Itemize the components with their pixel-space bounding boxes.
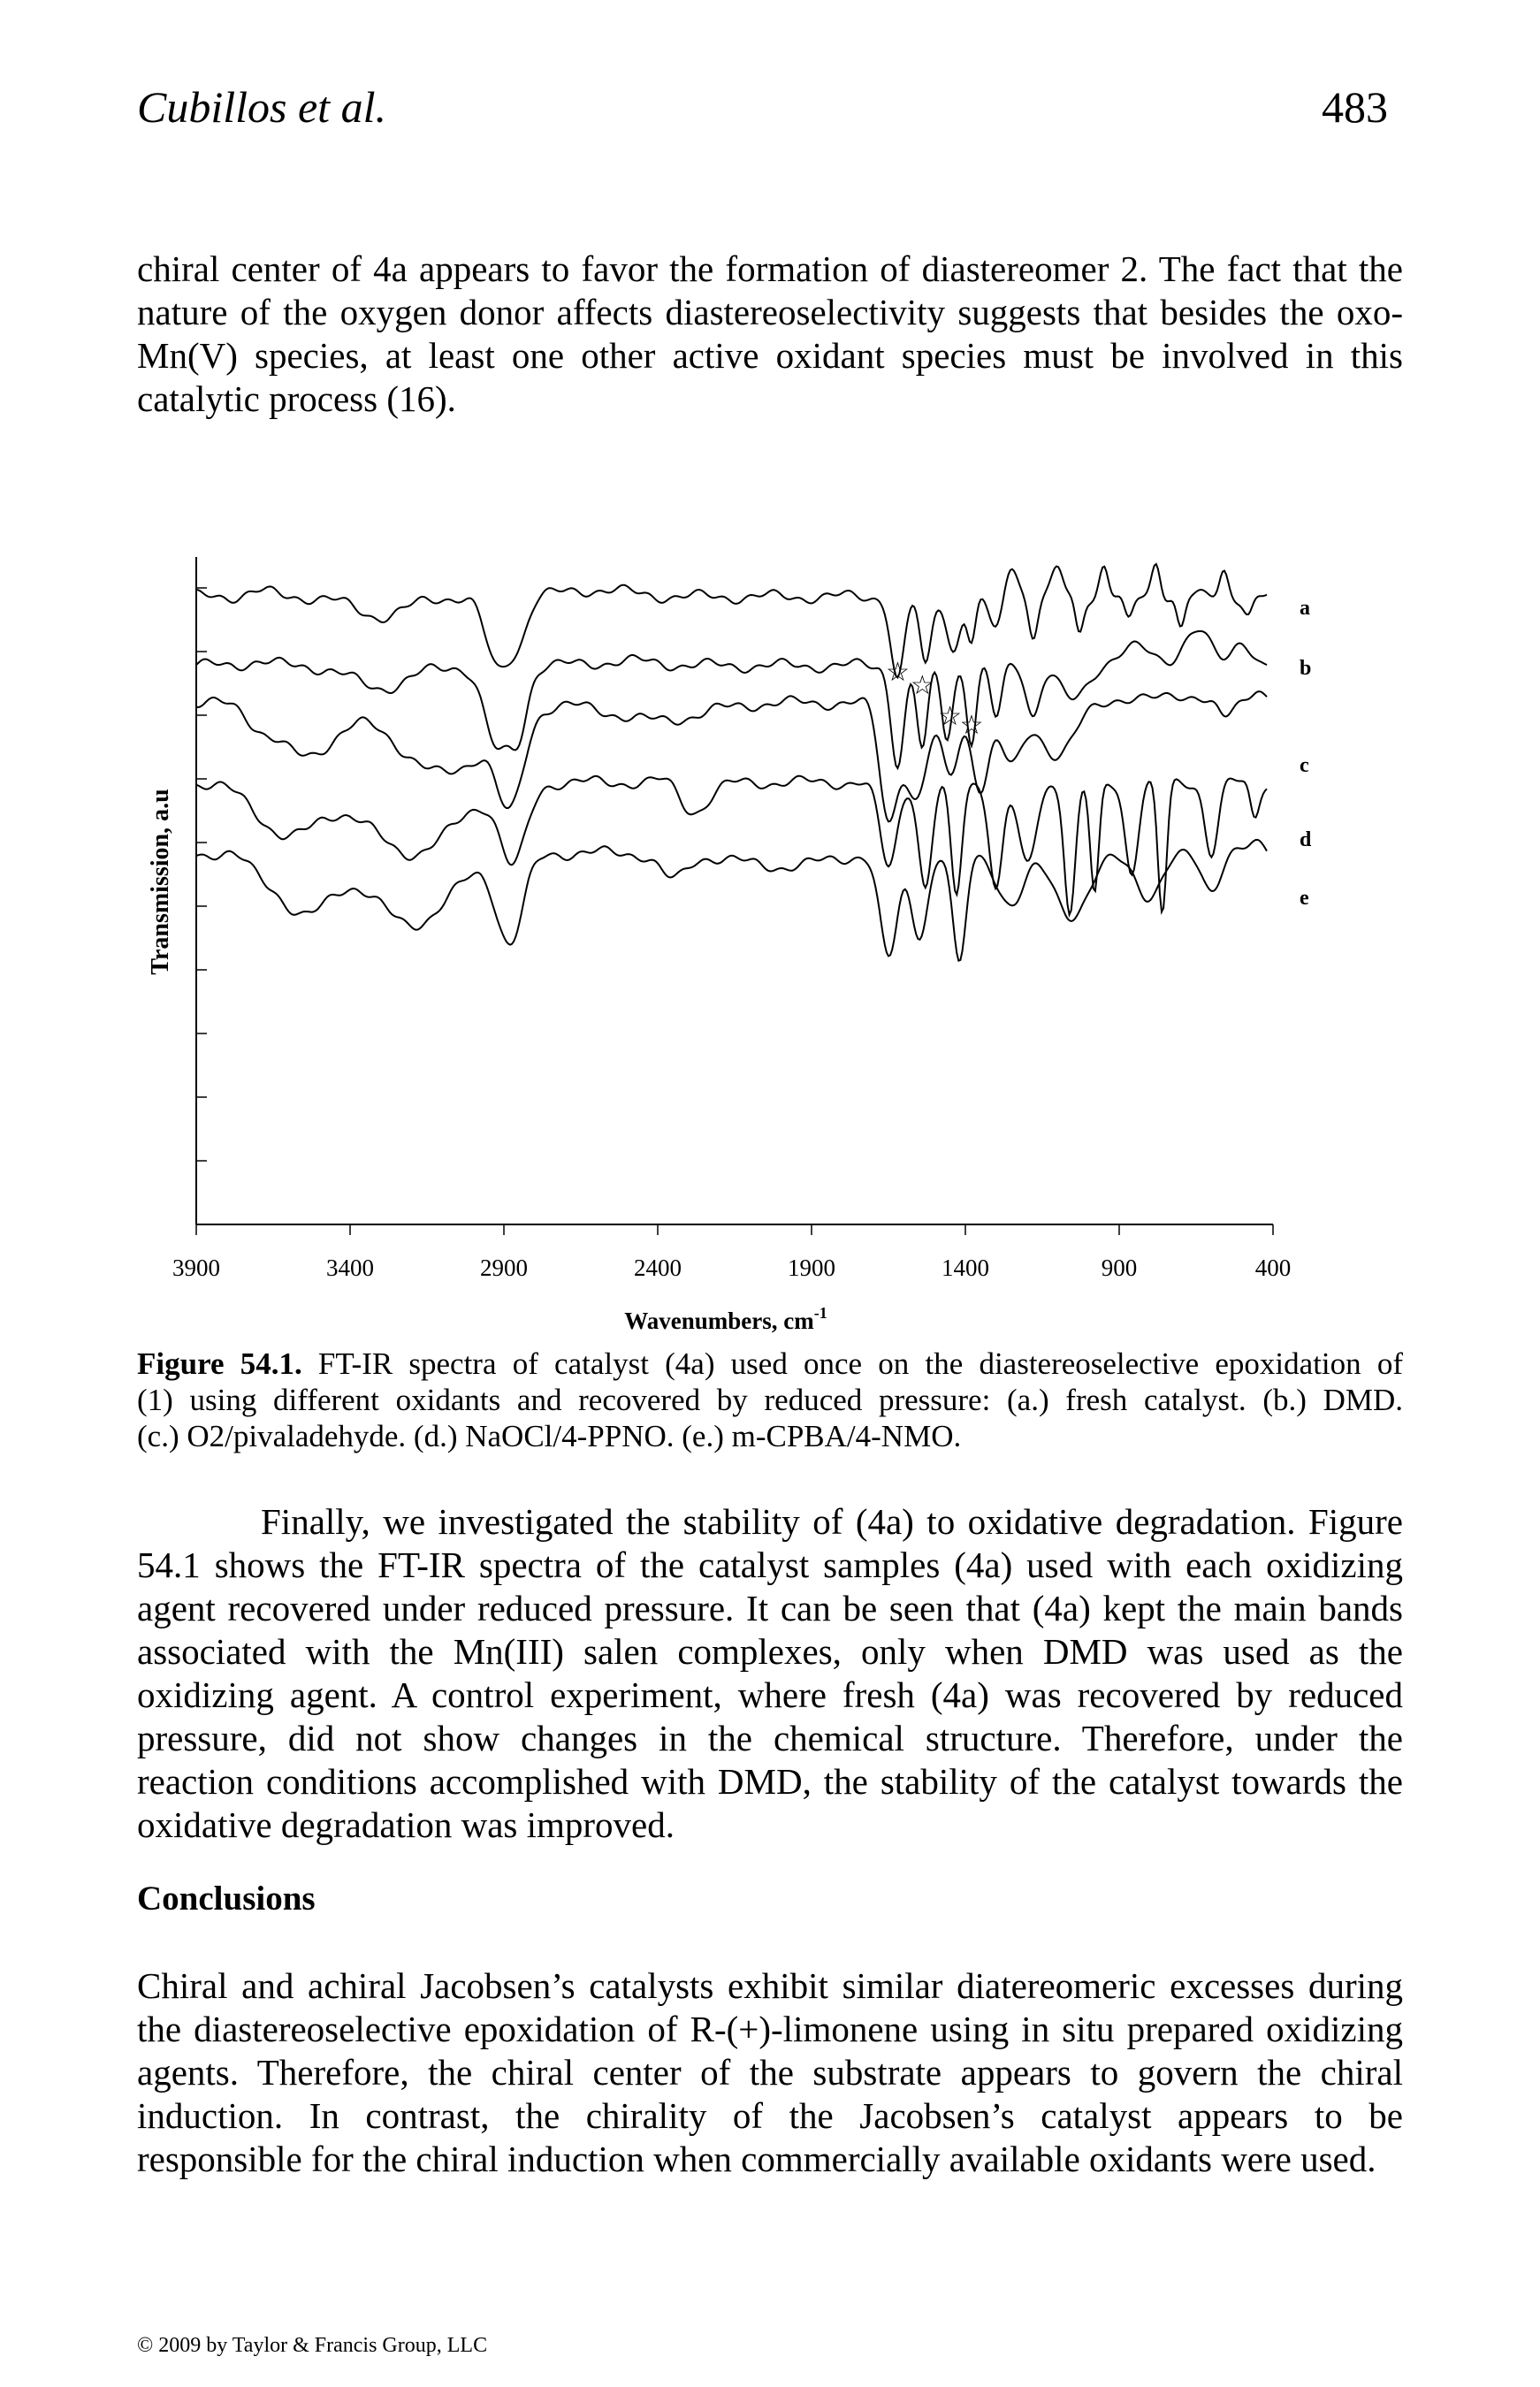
- text-line: agent recovered under reduced pressure. …: [137, 1588, 1403, 1628]
- x-tick-label: 1900: [788, 1255, 835, 1281]
- text-line: 54.1 shows the FT-IR spectra of the cata…: [137, 1544, 1403, 1585]
- text-line: pressure, did not show changes in the ch…: [137, 1718, 1403, 1758]
- figure-caption: Figure 54.1. FT-IR spectra of catalyst (…: [137, 1346, 1403, 1454]
- caption-label: Figure 54.1.: [137, 1346, 302, 1381]
- text-line: chiral center of 4a appears to favor the…: [137, 248, 1403, 289]
- text-line: induction. In contrast, the chirality of…: [137, 2095, 1403, 2136]
- text-line: responsible for the chiral induction whe…: [137, 2139, 1376, 2179]
- text-line: Finally, we investigated the stability o…: [261, 1501, 1403, 1542]
- x-tick-label: 3400: [326, 1255, 374, 1281]
- spectra-curves: [195, 562, 1268, 963]
- star-annotation: ☆: [960, 711, 984, 740]
- chart-axes: [195, 557, 1274, 1235]
- text-line: catalytic process (16).: [137, 378, 456, 419]
- spectrum-curve-a: [195, 562, 1268, 680]
- page-number: 483: [1322, 82, 1388, 132]
- section-heading: Conclusions: [137, 1880, 316, 1918]
- star-annotation: ☆: [886, 658, 910, 687]
- x-tick-label: 3900: [172, 1255, 220, 1281]
- caption-line: (c.) O2/pivaladehyde. (d.) NaOCl/4-PPNO.…: [137, 1419, 962, 1453]
- paragraph-3: Chiral and achiral Jacobsen’s catalysts …: [137, 1964, 1403, 2181]
- x-tick-label: 2900: [480, 1255, 528, 1281]
- spectrum-curve-c: [195, 690, 1268, 823]
- text-line: reaction conditions accomplished with DM…: [137, 1761, 1403, 1802]
- running-head: Cubillos et al.: [137, 82, 386, 132]
- caption-line: (1) using different oxidants and recover…: [137, 1383, 1403, 1417]
- paragraph-2: Finally, we investigated the stability o…: [137, 1500, 1403, 1847]
- x-tick-label: 900: [1102, 1255, 1138, 1281]
- text-line: Mn(V) species, at least one other active…: [137, 335, 1403, 376]
- y-axis-label: Transmission, a.u: [147, 789, 174, 974]
- x-tick-label: 400: [1255, 1255, 1292, 1281]
- curve-label-a: a: [1300, 597, 1310, 620]
- spectrum-curve-b: [195, 629, 1268, 771]
- text-line: the diastereoselective epoxidation of R-…: [137, 2009, 1403, 2049]
- text-line: Chiral and achiral Jacobsen’s catalysts …: [137, 1965, 1403, 2006]
- caption-text: FT-IR spectra of catalyst (4a) used once…: [317, 1346, 1403, 1381]
- paragraph-1: chiral center of 4a appears to favor the…: [137, 248, 1403, 421]
- star-annotation: ☆: [938, 702, 962, 731]
- caption-line: Figure 54.1. FT-IR spectra of catalyst (…: [137, 1346, 1403, 1382]
- curve-label-c: c: [1300, 754, 1309, 777]
- spectrum-curve-e: [195, 838, 1268, 963]
- text-line: oxidizing agent. A control experiment, w…: [137, 1674, 1403, 1715]
- text-line: oxidative degradation was improved.: [137, 1804, 675, 1845]
- text-line: nature of the oxygen donor affects diast…: [137, 292, 1403, 332]
- chart-labels: 3900 3400 2900 2400 1900 1400 900 400Wavenumber…: [147, 597, 1312, 1334]
- x-axis-label: Wavenumbers, cm-1: [624, 1304, 827, 1334]
- text-line: agents. Therefore, the chiral center of …: [137, 2052, 1403, 2093]
- curve-label-d: d: [1300, 828, 1312, 851]
- x-tick-label: 1400: [942, 1255, 989, 1281]
- ftir-spectra-figure: 3900 3400 2900 2400 1900 1400 900 400Wavenumber…: [147, 557, 1312, 1334]
- x-tick-label: 2400: [634, 1255, 682, 1281]
- curve-label-e: e: [1300, 887, 1309, 910]
- spectrum-curve-d: [195, 774, 1268, 919]
- star-annotation: ☆: [911, 671, 934, 700]
- curve-label-b: b: [1300, 657, 1311, 680]
- copyright-footer: © 2009 by Taylor & Francis Group, LLC: [137, 2334, 488, 2357]
- x-axis-label-superscript: -1: [814, 1304, 827, 1322]
- text-line: associated with the Mn(III) salen comple…: [137, 1631, 1403, 1672]
